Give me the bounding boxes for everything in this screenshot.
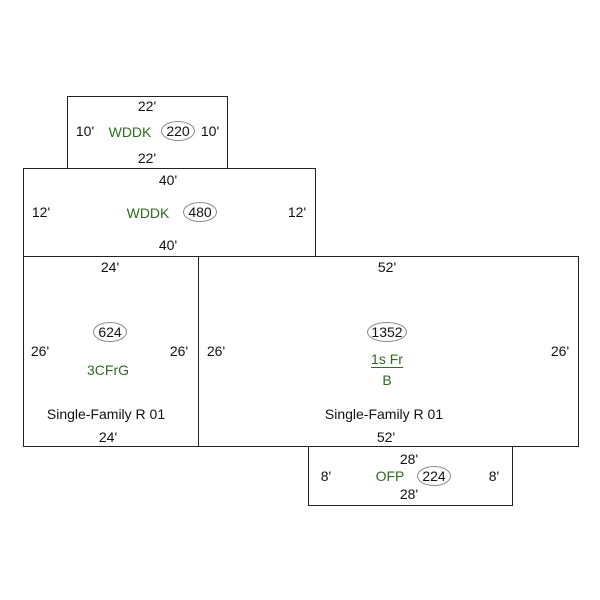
area-oval: 220	[161, 121, 195, 141]
area-oval: 1352	[367, 322, 407, 342]
dim-right: 10'	[200, 123, 220, 139]
dim-right: 26'	[550, 343, 570, 359]
dim-bottom: 24'	[98, 429, 118, 445]
dim-top: 24'	[100, 259, 120, 275]
area-value: 220	[166, 123, 190, 139]
area-value: 624	[98, 324, 122, 340]
area-oval: 624	[93, 322, 127, 342]
area-oval: 224	[417, 466, 451, 486]
section-code: 3CFrG	[87, 362, 129, 378]
dim-bottom: 52'	[376, 429, 396, 445]
section-code: WDDK	[108, 124, 152, 140]
area-oval: 480	[183, 202, 217, 222]
dim-bottom: 40'	[158, 237, 178, 253]
dim-right: 26'	[169, 343, 189, 359]
section-label: Single-Family R 01	[324, 406, 444, 422]
area-value: 224	[422, 468, 446, 484]
dim-bottom: 22'	[137, 150, 157, 166]
dim-bottom: 28'	[399, 486, 419, 502]
section-label: Single-Family R 01	[46, 406, 166, 422]
dim-top: 22'	[137, 98, 157, 114]
section-code-top: 1s Fr	[371, 351, 403, 368]
section-code: WDDK	[126, 205, 170, 221]
dim-right: 8'	[488, 468, 500, 484]
section-code: OFP	[375, 468, 405, 484]
section-code-bottom: B	[382, 372, 392, 388]
dim-left: 26'	[206, 343, 226, 359]
area-value: 480	[188, 204, 212, 220]
dim-top: 28'	[399, 451, 419, 467]
dim-left: 8'	[320, 468, 332, 484]
dim-left: 12'	[31, 204, 51, 220]
dim-left: 26'	[30, 343, 50, 359]
dim-left: 10'	[75, 123, 95, 139]
area-value: 1352	[371, 324, 403, 340]
section-ofp[interactable]	[308, 446, 513, 506]
dim-top: 52'	[377, 259, 397, 275]
dim-right: 12'	[287, 204, 307, 220]
dim-top: 40'	[158, 172, 178, 188]
